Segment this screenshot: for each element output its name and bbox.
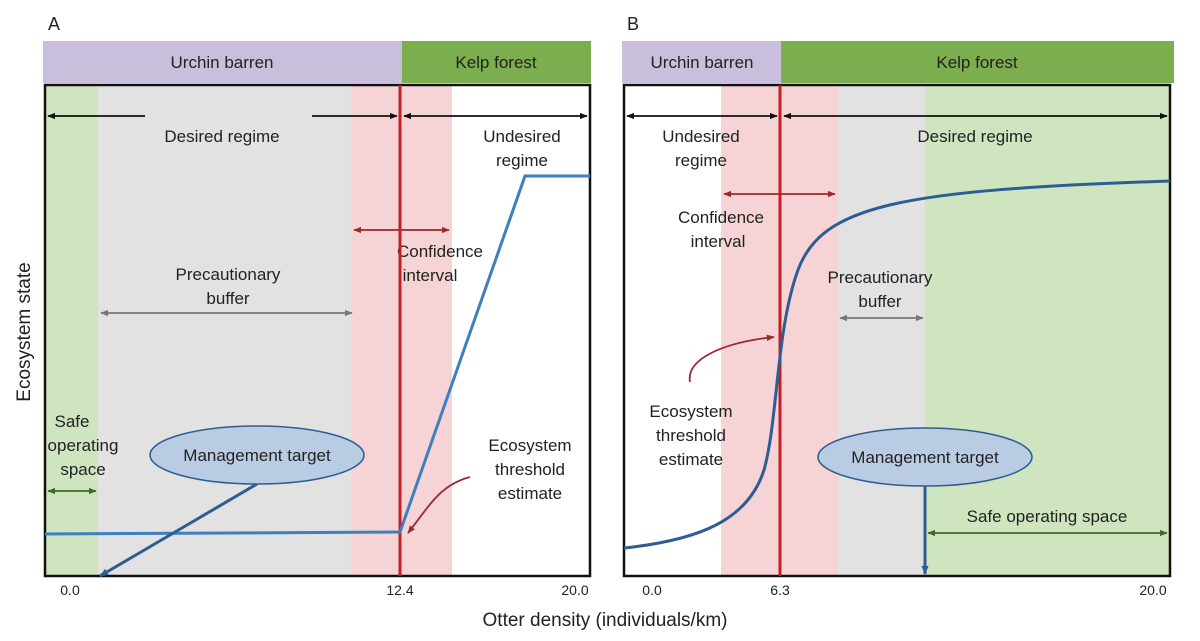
panel-b-urchin-label: Urchin barren [651,53,754,72]
panel-b-tick-2: 20.0 [1139,582,1166,598]
panel-a-threshold-label-2: threshold [495,460,565,479]
panel-a-frame [43,83,592,578]
panel-b-confidence-label-2: interval [691,232,746,251]
panel-b-undesired-label-1: Undesired [662,127,740,146]
panel-b-safe-zone [925,85,1170,576]
panel-b-tick-1: 6.3 [770,582,790,598]
panel-b-buffer-label-1: Precautionary [828,268,933,287]
panel-a-confidence-label-2: interval [403,266,458,285]
panel-a-state-curve [44,174,590,536]
panel-a-kelp-label: Kelp forest [455,53,537,72]
y-axis-label: Ecosystem state [14,262,35,401]
panel-a-tick-0: 0.0 [60,582,80,598]
panel-b-buffer-label-2: buffer [858,292,902,311]
panel-a-buffer-zone [98,85,351,576]
panel-b-safe-label: Safe operating space [967,507,1128,526]
panel-b-urchin-band [622,41,781,83]
panel-b-target-ellipse [817,427,1033,487]
panel-b-threshold-label-1: Ecosystem [649,402,732,421]
panel-b-threshold-label-2: threshold [656,426,726,445]
panel-a-target-ellipse [149,425,365,485]
panel-a-tick-2: 20.0 [561,582,588,598]
panel-a-threshold-pointer [407,476,471,534]
panel-a-safe-zone [45,85,98,576]
panel-b: B Urchin barren Kelp forest Undesired re… [622,14,1174,598]
panel-a-threshold-label-3: estimate [498,484,562,503]
panel-b-frame [622,83,1172,578]
panel-b-undesired-label-2: regime [675,151,727,170]
panel-a-urchin-label: Urchin barren [171,53,274,72]
panel-a-kelp-band [402,41,591,83]
panel-a-buffer-label-2: buffer [206,289,250,308]
panel-b-state-curve [623,179,1171,550]
panel-a-undesired-label-1: Undesired [483,127,561,146]
panel-b-kelp-label: Kelp forest [936,53,1018,72]
panel-a-target-label: Management target [183,446,331,465]
panel-a: A Urchin barren Kelp forest Desired regi… [43,14,592,598]
panel-b-target-label: Management target [851,448,999,467]
panel-b-threshold-pointer [688,334,775,383]
panel-a-buffer-label-1: Precautionary [176,265,281,284]
panel-b-threshold-label-3: estimate [659,450,723,469]
panel-b-tick-0: 0.0 [642,582,662,598]
panel-a-letter: A [48,14,60,34]
panel-b-kelp-band [781,41,1174,83]
panel-b-buffer-zone [838,85,925,576]
panel-a-safe-label-2: operating [48,436,119,455]
panel-a-undesired-label-2: regime [496,151,548,170]
panel-b-desired-label: Desired regime [917,127,1032,146]
panel-a-urchin-band [43,41,402,83]
panel-a-confidence-label-1: Confidence [397,242,483,261]
panel-a-tick-1: 12.4 [386,582,413,598]
x-axis-label: Otter density (individuals/km) [483,610,728,631]
panel-a-threshold-label-1: Ecosystem [488,436,571,455]
panel-a-target-arrow [99,482,258,578]
panel-b-confidence-label-1: Confidence [678,208,764,227]
panel-a-desired-label: Desired regime [164,127,279,146]
panel-b-letter: B [627,14,639,34]
panel-a-safe-label-3: space [60,460,105,479]
panel-a-safe-label-1: Safe [55,412,90,431]
